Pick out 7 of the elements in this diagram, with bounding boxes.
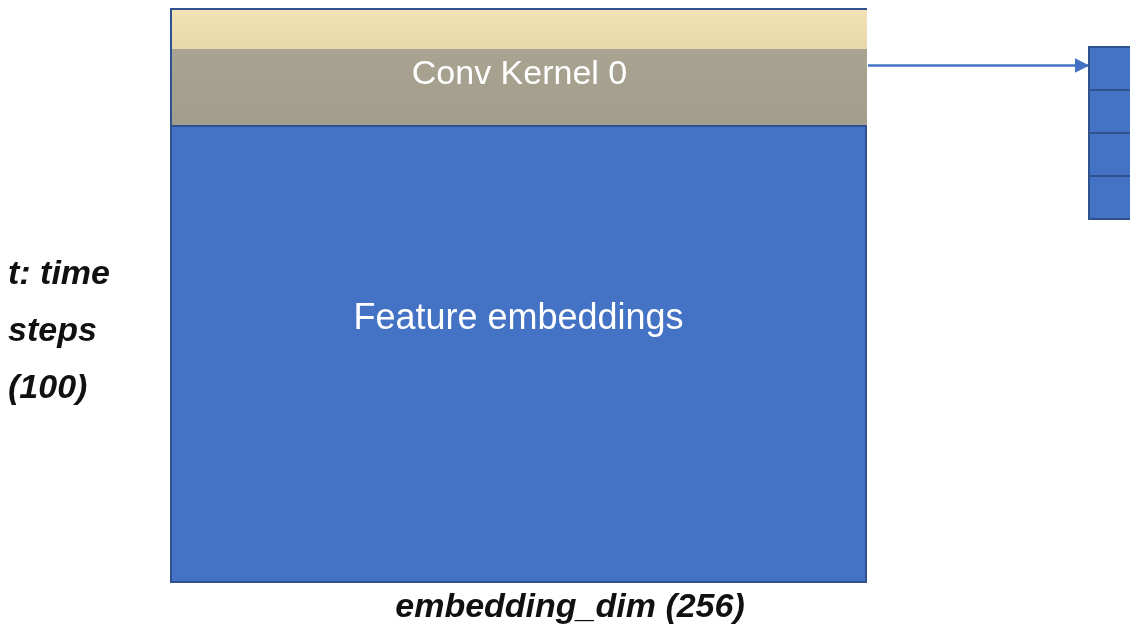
arrow bbox=[868, 58, 1090, 73]
conv-kernel-band bbox=[172, 10, 867, 127]
feature-embeddings-block bbox=[170, 8, 867, 583]
kernel-label: Conv Kernel 0 bbox=[411, 52, 628, 93]
axis-label: embedding_dim (256) bbox=[394, 585, 746, 626]
axis-label: t: time steps (100) bbox=[8, 252, 111, 407]
block-label: Feature embeddings bbox=[353, 295, 684, 339]
